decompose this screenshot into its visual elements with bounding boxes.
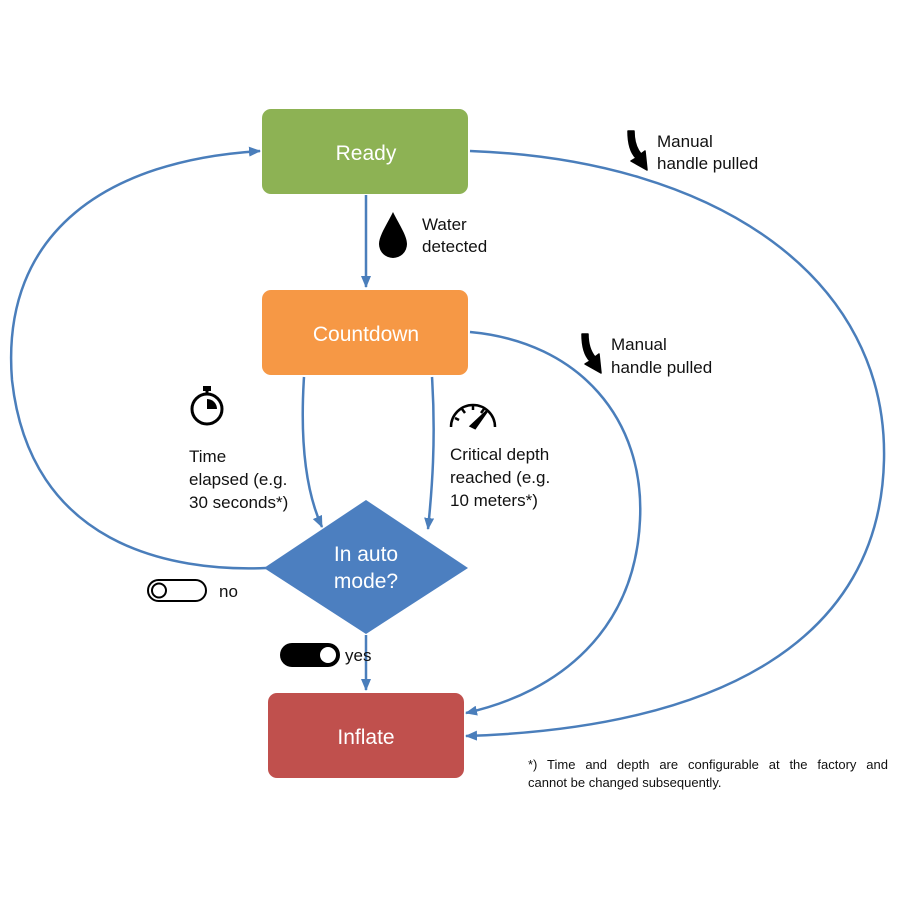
toggle-on-icon bbox=[280, 643, 340, 667]
edge-countdown-to-inflate bbox=[465, 330, 642, 716]
manual-ready-line1: Manual bbox=[657, 132, 713, 151]
node-inflate-label: Inflate bbox=[337, 726, 394, 749]
stopwatch-icon bbox=[190, 386, 224, 426]
speedometer-icon bbox=[449, 403, 497, 430]
yes-label: yes bbox=[345, 646, 371, 665]
water-drop-icon bbox=[379, 212, 407, 258]
manual-countdown-line1: Manual bbox=[611, 335, 667, 354]
edge-critical-depth bbox=[424, 376, 435, 530]
time-label-line3: 30 seconds*) bbox=[189, 493, 288, 512]
time-label-line2: elapsed (e.g. bbox=[189, 470, 287, 489]
depth-label-line3: 10 meters*) bbox=[450, 491, 538, 510]
decision-label-line2: mode? bbox=[334, 570, 398, 593]
node-decision: In auto mode? bbox=[264, 500, 468, 634]
node-countdown-label: Countdown bbox=[313, 323, 419, 346]
footnote-line2: cannot be changed subsequently. bbox=[528, 775, 722, 790]
curved-down-arrow-icon bbox=[581, 333, 602, 374]
node-ready-label: Ready bbox=[336, 142, 397, 165]
edge-time-elapsed bbox=[301, 376, 324, 528]
edge-no-back-to-ready bbox=[9, 146, 267, 570]
node-ready: Ready bbox=[262, 109, 468, 194]
water-label-line1: Water bbox=[422, 215, 467, 234]
curved-down-arrow-icon bbox=[627, 130, 648, 171]
toggle-off-icon bbox=[147, 579, 207, 602]
footnote: *) Time and depth are configurable at th… bbox=[528, 756, 888, 792]
no-label: no bbox=[219, 582, 238, 601]
water-label-line2: detected bbox=[422, 237, 487, 256]
time-label-line1: Time bbox=[189, 447, 226, 466]
node-countdown: Countdown bbox=[262, 290, 468, 375]
depth-label-line2: reached (e.g. bbox=[450, 468, 550, 487]
manual-countdown-line2: handle pulled bbox=[611, 358, 712, 377]
decision-label-line1: In auto bbox=[334, 543, 398, 566]
manual-ready-line2: handle pulled bbox=[657, 154, 758, 173]
depth-label-line1: Critical depth bbox=[450, 445, 549, 464]
footnote-line1: *) Time and depth are configurable at th… bbox=[528, 757, 888, 772]
node-inflate: Inflate bbox=[268, 693, 464, 778]
edge-ready-to-inflate bbox=[465, 149, 886, 741]
